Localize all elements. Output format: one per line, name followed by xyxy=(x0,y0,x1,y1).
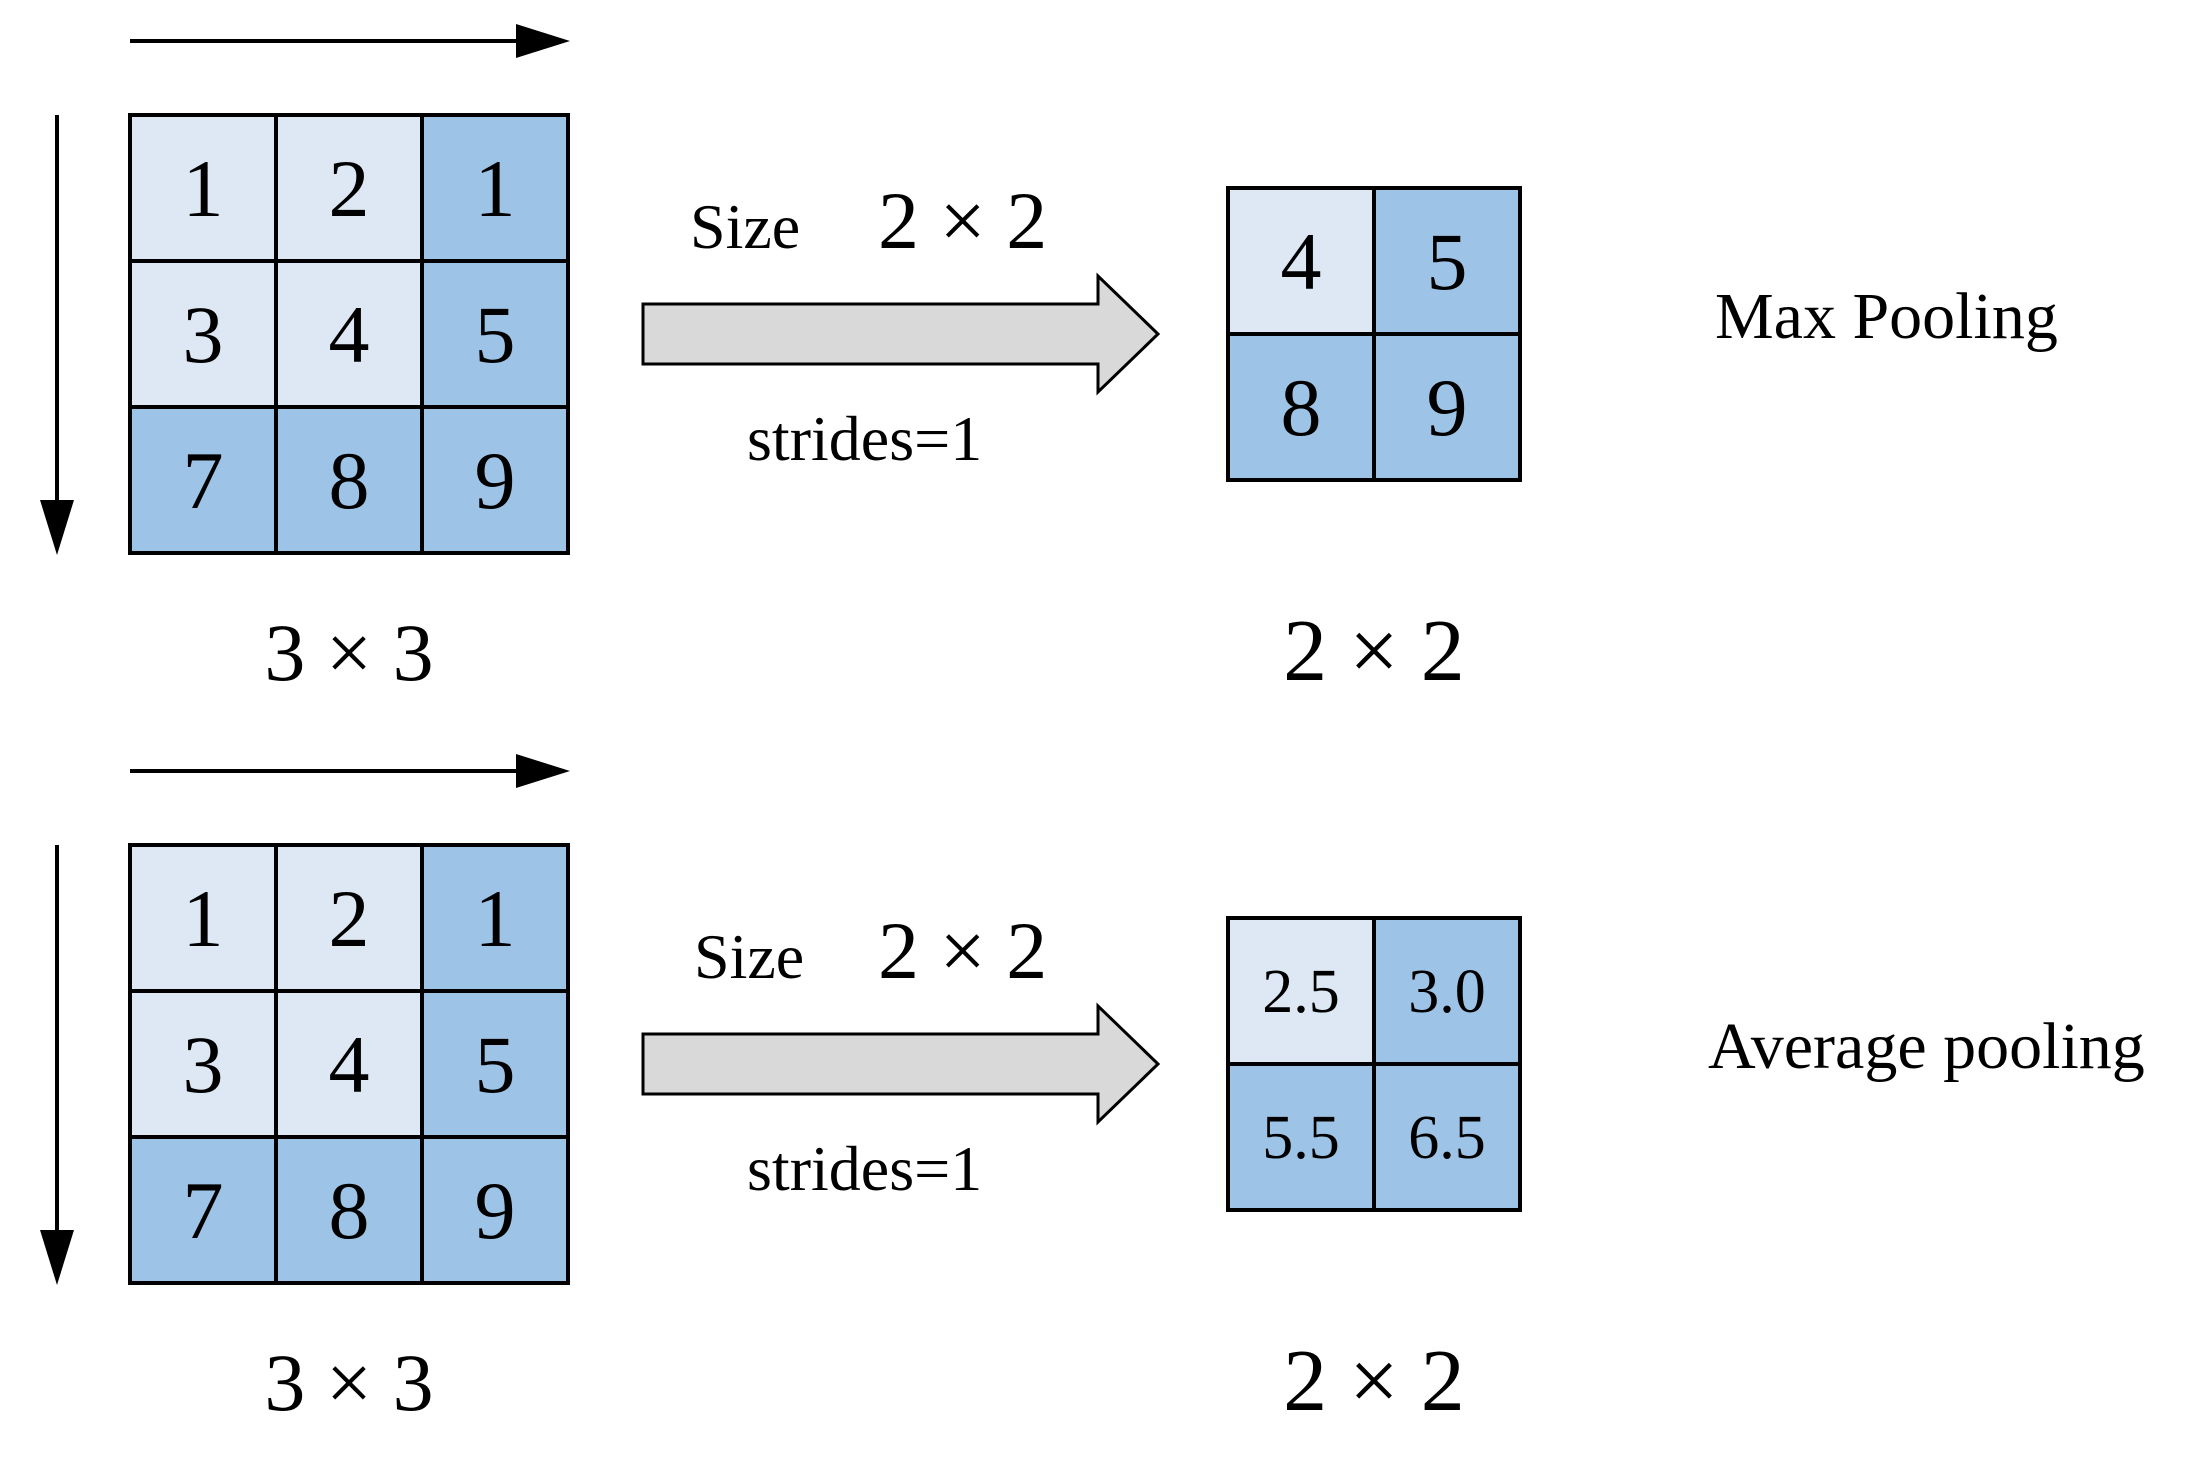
transform-arrow xyxy=(641,272,1161,396)
input-cell-value: 2 xyxy=(329,143,370,234)
output-cell: 5.5 xyxy=(1226,1062,1376,1212)
input-cell-value: 8 xyxy=(329,435,370,526)
output-cell-value: 8 xyxy=(1281,362,1322,453)
input-cell: 1 xyxy=(420,113,570,263)
input-cell-value: 5 xyxy=(475,289,516,380)
input-cell: 1 xyxy=(128,843,278,993)
input-cell: 1 xyxy=(128,113,278,263)
input-matrix: 1 2 1 3 4 5 7 8 9 xyxy=(128,113,570,555)
kernel-size-value: 2 × 2 xyxy=(878,905,1047,996)
input-cell: 1 xyxy=(420,843,570,993)
kernel-size-value: 2 × 2 xyxy=(878,175,1047,266)
input-cell-value: 4 xyxy=(329,289,370,380)
kernel-size-word: Size xyxy=(690,191,800,262)
output-cell: 4 xyxy=(1226,186,1376,336)
horizontal-direction-arrow xyxy=(130,754,570,788)
input-cell: 9 xyxy=(420,1135,570,1285)
pooling-panel-1: 1 2 1 3 4 5 7 8 9 3 × 3 Size 2 × 2 strides=1 4 5 8 9 2 × … xyxy=(40,24,2058,700)
input-cell-value: 1 xyxy=(183,143,224,234)
input-cell-value: 4 xyxy=(329,1019,370,1110)
input-cell: 9 xyxy=(420,405,570,555)
input-cell-value: 3 xyxy=(183,289,224,380)
input-cell-value: 8 xyxy=(329,1165,370,1256)
kernel-size-word: Size xyxy=(694,921,804,992)
input-cell: 7 xyxy=(128,1135,278,1285)
output-cell: 2.5 xyxy=(1226,916,1376,1066)
output-cell-value: 5 xyxy=(1427,216,1468,307)
input-matrix: 1 2 1 3 4 5 7 8 9 xyxy=(128,843,570,1285)
output-cell-value: 5.5 xyxy=(1262,1104,1340,1172)
pooling-method-label: Max Pooling xyxy=(1715,280,2058,353)
output-matrix: 2.5 3.0 5.5 6.5 xyxy=(1226,916,1522,1212)
output-cell-value: 2.5 xyxy=(1262,958,1340,1026)
input-cell: 3 xyxy=(128,259,278,409)
input-size-label: 3 × 3 xyxy=(264,1337,433,1428)
output-cell: 8 xyxy=(1226,332,1376,482)
input-cell: 8 xyxy=(274,1135,424,1285)
input-cell: 4 xyxy=(274,989,424,1139)
input-cell-value: 7 xyxy=(183,1165,224,1256)
input-cell: 4 xyxy=(274,259,424,409)
strides-label: strides=1 xyxy=(747,1133,982,1204)
input-cell: 3 xyxy=(128,989,278,1139)
output-cell: 6.5 xyxy=(1372,1062,1522,1212)
input-cell-value: 7 xyxy=(183,435,224,526)
input-cell-value: 9 xyxy=(475,435,516,526)
horizontal-direction-arrow xyxy=(130,24,570,58)
input-cell-value: 1 xyxy=(475,873,516,964)
output-cell-value: 6.5 xyxy=(1408,1104,1486,1172)
output-matrix: 4 5 8 9 xyxy=(1226,186,1522,482)
input-cell-value: 1 xyxy=(183,873,224,964)
input-cell: 7 xyxy=(128,405,278,555)
output-size-label: 2 × 2 xyxy=(1283,1333,1465,1430)
input-cell-value: 9 xyxy=(475,1165,516,1256)
input-cell-value: 3 xyxy=(183,1019,224,1110)
input-cell-value: 5 xyxy=(475,1019,516,1110)
output-cell: 5 xyxy=(1372,186,1522,336)
vertical-direction-arrow xyxy=(40,115,74,555)
output-cell-value: 9 xyxy=(1427,362,1468,453)
input-cell-value: 2 xyxy=(329,873,370,964)
input-cell: 5 xyxy=(420,259,570,409)
strides-label: strides=1 xyxy=(747,403,982,474)
input-cell-value: 1 xyxy=(475,143,516,234)
output-cell: 9 xyxy=(1372,332,1522,482)
input-cell: 8 xyxy=(274,405,424,555)
output-cell: 3.0 xyxy=(1372,916,1522,1066)
transform-arrow xyxy=(641,1002,1161,1126)
input-cell: 2 xyxy=(274,843,424,993)
output-cell-value: 3.0 xyxy=(1408,958,1486,1026)
input-size-label: 3 × 3 xyxy=(264,607,433,698)
output-cell-value: 4 xyxy=(1281,216,1322,307)
pooling-panel-2: 1 2 1 3 4 5 7 8 9 3 × 3 Size 2 × 2 strides=1 2.5 3.0 5.… xyxy=(40,754,2145,1430)
vertical-direction-arrow xyxy=(40,845,74,1285)
pooling-method-label: Average pooling xyxy=(1708,1010,2145,1083)
input-cell: 5 xyxy=(420,989,570,1139)
output-size-label: 2 × 2 xyxy=(1283,603,1465,700)
input-cell: 2 xyxy=(274,113,424,263)
